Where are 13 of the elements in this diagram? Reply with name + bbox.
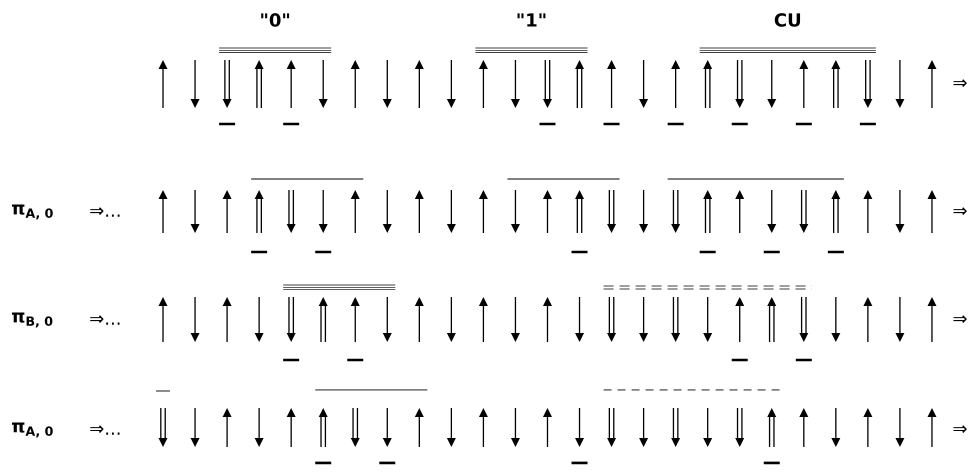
arrow-symbol: ⇒ xyxy=(954,315,967,323)
arrow-symbol: ⇒ xyxy=(954,425,967,433)
row-label: π$_{A, 0}$ xyxy=(12,422,53,438)
arrow-symbol: ⇒ xyxy=(954,207,967,215)
bit-label: CU xyxy=(774,13,800,27)
row-label: π$_{A, 0}$ xyxy=(12,204,53,220)
arrow-symbol: ⇒ xyxy=(954,79,967,87)
bit-label: "1" xyxy=(518,13,546,27)
row-label: π$_{B, 0}$ xyxy=(12,312,52,328)
bit-label: "0" xyxy=(261,13,290,27)
ellipsis-arrow: ⇒... xyxy=(90,207,120,217)
ellipsis-arrow: ⇒... xyxy=(90,425,120,435)
ellipsis-arrow: ⇒... xyxy=(90,315,120,325)
